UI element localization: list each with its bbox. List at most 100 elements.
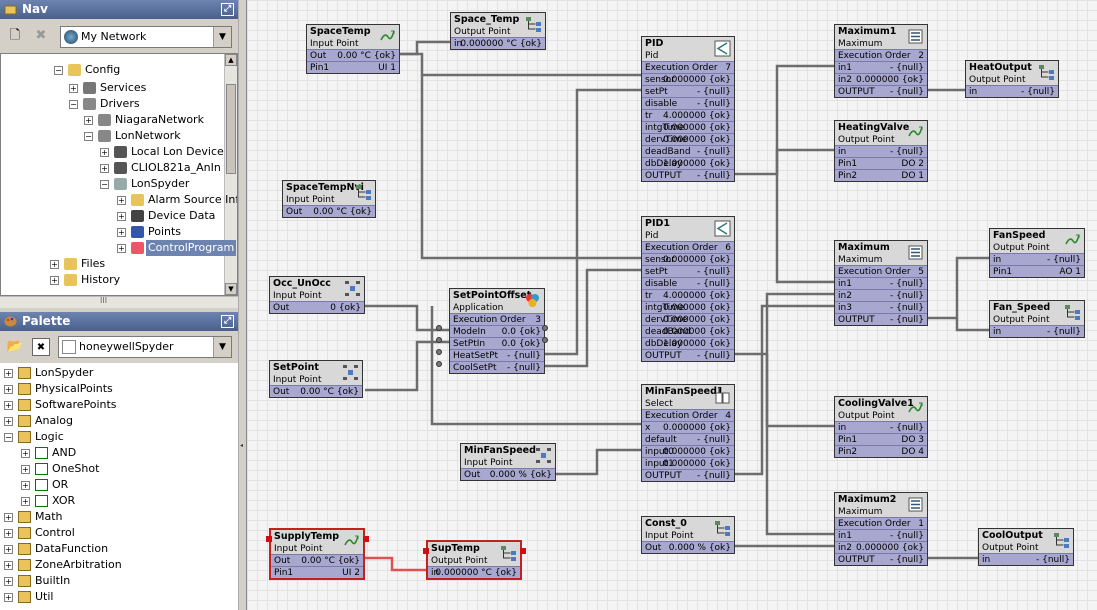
- slot-connector[interactable]: [436, 337, 442, 343]
- slot-in1[interactable]: in1- {null}: [835, 61, 927, 73]
- palette-tree-item[interactable]: +OR: [0, 477, 235, 493]
- palette-tree-item[interactable]: +BuiltIn: [0, 573, 235, 589]
- palette-tree-item[interactable]: +LonSpyder: [0, 365, 235, 381]
- collapse-icon[interactable]: −: [69, 100, 78, 109]
- slot-output[interactable]: OUTPUT- {null}: [835, 85, 927, 97]
- collapse-icon[interactable]: −: [4, 433, 13, 442]
- collapse-icon[interactable]: −: [54, 66, 63, 75]
- wire[interactable]: [928, 256, 989, 320]
- wire[interactable]: [556, 448, 641, 476]
- nav-tree-item[interactable]: +Alarm Source Info: [1, 192, 237, 208]
- expand-icon[interactable]: +: [100, 164, 109, 173]
- wire[interactable]: [400, 40, 450, 56]
- expand-icon[interactable]: +: [4, 593, 13, 602]
- expand-icon[interactable]: +: [117, 212, 126, 221]
- wire[interactable]: [765, 354, 834, 428]
- slot-in1[interactable]: in1- {null}: [835, 529, 927, 541]
- palette-tree-item[interactable]: +Analog: [0, 413, 235, 429]
- scroll-up-icon[interactable]: ▲: [225, 54, 237, 66]
- collapse-icon[interactable]: −: [100, 180, 109, 189]
- expand-icon[interactable]: +: [21, 481, 30, 490]
- wire[interactable]: [735, 292, 834, 356]
- palette-select[interactable]: honeywellSpyder ▼: [58, 336, 232, 358]
- slot-output[interactable]: OUTPUT- {null}: [642, 169, 734, 181]
- nav-maximize-button[interactable]: ⤢: [221, 3, 234, 16]
- nav-tree-item[interactable]: −Config: [1, 62, 226, 78]
- expand-icon[interactable]: +: [117, 196, 126, 205]
- nav-hscroll[interactable]: III: [0, 296, 238, 308]
- resize-handle[interactable]: [363, 536, 369, 542]
- expand-icon[interactable]: +: [4, 513, 13, 522]
- palette-tree-item[interactable]: −Logic: [0, 429, 235, 445]
- slot-in2[interactable]: in2- {null}: [835, 289, 927, 301]
- new-page-icon[interactable]: 🗋: [9, 28, 21, 43]
- expand-icon[interactable]: +: [50, 260, 59, 269]
- slot-connector[interactable]: [436, 349, 442, 355]
- network-select[interactable]: My Network ▼: [60, 26, 232, 48]
- slot-connector[interactable]: [542, 337, 548, 343]
- nav-tree-item[interactable]: −LonSpyder: [1, 176, 226, 192]
- chevron-down-icon[interactable]: ▼: [213, 27, 231, 47]
- palette-tree-item[interactable]: +Control: [0, 525, 235, 541]
- scroll-down-icon[interactable]: ▼: [225, 283, 237, 295]
- expand-icon[interactable]: +: [21, 497, 30, 506]
- palette-tree-item[interactable]: +OneShot: [0, 461, 235, 477]
- palette-tree-item[interactable]: +Math: [0, 509, 235, 525]
- slot-deadband[interactable]: deadBand- {null}: [642, 145, 734, 157]
- nav-tree-item[interactable]: +Local Lon Device: [1, 144, 226, 160]
- palette-tree-item[interactable]: +XOR: [0, 493, 235, 509]
- wire[interactable]: [775, 174, 834, 284]
- nav-tree-item[interactable]: −Drivers: [1, 96, 226, 112]
- expand-icon[interactable]: +: [4, 385, 13, 394]
- slot-setpt[interactable]: setPt- {null}: [642, 85, 734, 97]
- slot-in3[interactable]: in3- {null}: [835, 301, 927, 313]
- close-palette-icon[interactable]: ✖: [32, 338, 50, 356]
- slot-in[interactable]: in- {null}: [966, 85, 1058, 97]
- resize-handle[interactable]: [423, 548, 429, 554]
- expand-icon[interactable]: +: [4, 417, 13, 426]
- palette-tree-item[interactable]: +DataFunction: [0, 541, 235, 557]
- expand-icon[interactable]: +: [4, 545, 13, 554]
- slot-in[interactable]: in- {null}: [990, 253, 1084, 265]
- scroll-thumb[interactable]: [226, 84, 236, 174]
- slot-output[interactable]: OUTPUT- {null}: [835, 553, 927, 565]
- wire[interactable]: [420, 75, 641, 260]
- slot-disable[interactable]: disable- {null}: [642, 97, 734, 109]
- expand-icon[interactable]: +: [4, 561, 13, 570]
- panel-splitter[interactable]: ◂: [238, 0, 247, 610]
